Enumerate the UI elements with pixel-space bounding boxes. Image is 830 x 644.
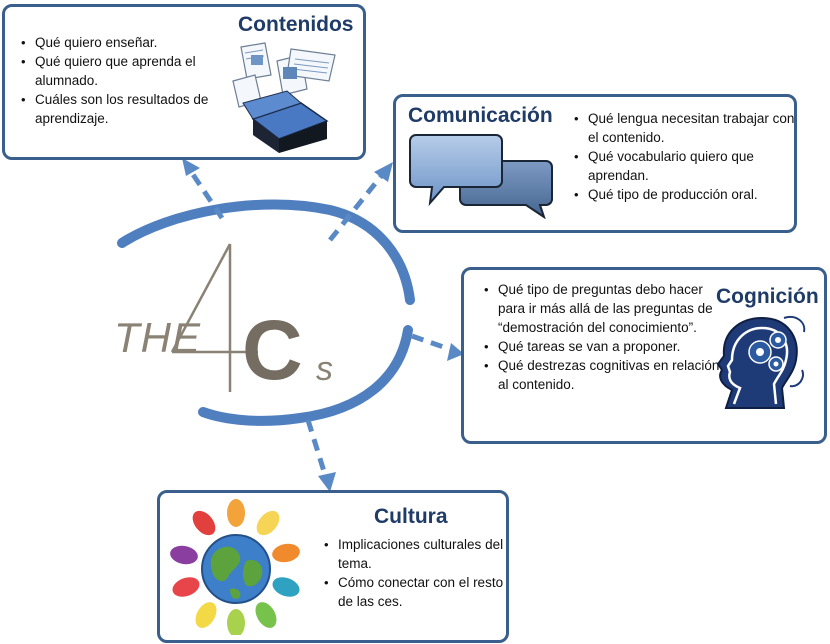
four-outline-glyph (170, 243, 258, 392)
contenidos-box: Contenidos Qué quiero enseñar. Qué quier… (2, 4, 366, 160)
logo-c-letter: C (242, 303, 303, 397)
cognicion-item: Qué tipo de preguntas debo hacer para ir… (484, 280, 720, 337)
comunicacion-item: Qué lengua necesitan trabajar con el con… (574, 109, 796, 147)
cognicion-item: Qué tareas se van a proponer. (484, 337, 720, 356)
cognicion-list: Qué tipo de preguntas debo hacer para ir… (484, 280, 720, 394)
head-gears-icon (716, 316, 806, 409)
comunicacion-item: Qué vocabulario quiero que aprendan. (574, 147, 796, 185)
ring-top-arc (117, 199, 415, 305)
cultura-title: Cultura (374, 505, 448, 528)
cultura-list: Implicaciones culturales del tema. Cómo … (324, 535, 518, 611)
cultura-item: Cómo conectar con el resto de las ces. (324, 573, 518, 611)
globe-hands-icon (170, 499, 300, 635)
speech-bubbles-icon (409, 134, 553, 219)
arrow-to-comunicacion (328, 162, 393, 242)
contenidos-title: Contenidos (238, 13, 354, 36)
comunicacion-list: Qué lengua necesitan trabajar con el con… (574, 109, 796, 204)
comunicacion-item: Qué tipo de producción oral. (574, 185, 796, 204)
comunicacion-title: Comunicación (408, 104, 553, 127)
logo-the-text: THE (114, 314, 201, 361)
ring-bottom-arc (198, 325, 413, 426)
arrow-to-contenidos (182, 158, 225, 220)
logo-s-letter: s (316, 350, 333, 388)
cognicion-title: Cognición (716, 285, 819, 308)
cultura-box: Cultura Implicaciones culturales del tem… (157, 490, 509, 643)
contenidos-list: Qué quiero enseñar. Qué quiero que apren… (21, 33, 245, 128)
documents-box-icon (232, 42, 336, 153)
contenidos-item: Cuáles son los resultados de aprendizaje… (21, 90, 245, 128)
arrow-to-cognicion (411, 333, 464, 361)
cognicion-box: Cognición Qué tipo de preguntas debo hac… (461, 267, 827, 444)
contenidos-item: Qué quiero que aprenda el alumnado. (21, 52, 245, 90)
contenidos-item: Qué quiero enseñar. (21, 33, 245, 52)
cognicion-item: Qué destrezas cognitivas en relación al … (484, 356, 720, 394)
cultura-item: Implicaciones culturales del tema. (324, 535, 518, 573)
arrow-to-cultura (305, 419, 336, 492)
comunicacion-box: Comunicación Qué lengua necesitan trabaj… (393, 94, 797, 233)
